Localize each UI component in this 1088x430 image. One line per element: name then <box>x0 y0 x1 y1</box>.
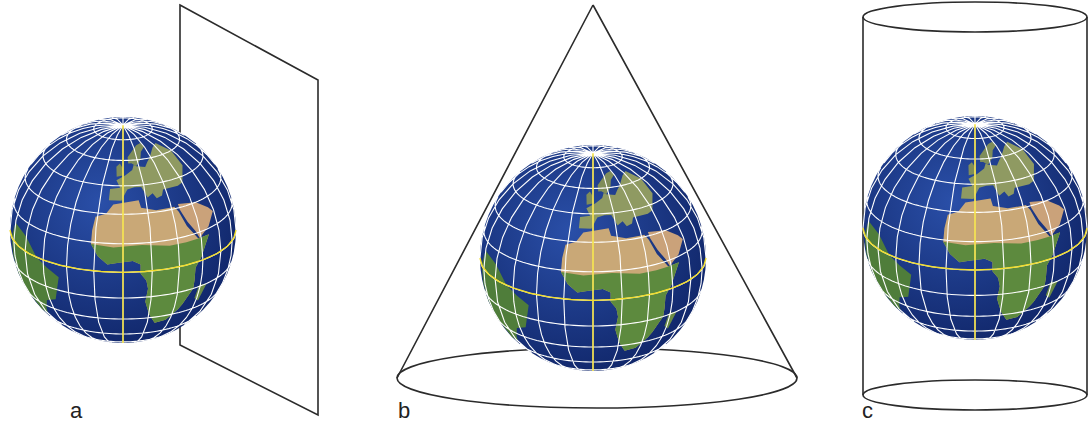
globe-b <box>480 145 706 371</box>
landmass <box>579 171 653 229</box>
landmass <box>961 142 1034 199</box>
ocean <box>863 116 1087 340</box>
cylinder-top <box>863 2 1087 32</box>
graticule <box>480 145 706 371</box>
cylinder-side <box>863 17 1087 395</box>
ocean <box>480 145 706 371</box>
panel-letter: c <box>862 400 873 422</box>
prime-meridian <box>974 124 975 340</box>
landmass <box>482 251 529 342</box>
panel-letter: b <box>398 400 410 422</box>
projection-cone <box>397 5 797 378</box>
graticule <box>10 117 236 343</box>
cylinder-base <box>863 380 1087 410</box>
landmass <box>648 230 683 266</box>
landmass <box>12 223 59 314</box>
graticule <box>863 116 1087 340</box>
prime-meridian <box>122 125 123 343</box>
panel-letter: a <box>70 400 82 422</box>
globe-a <box>10 117 236 343</box>
landmass <box>1029 200 1064 236</box>
prime-meridian <box>592 153 593 371</box>
landmass <box>178 202 213 238</box>
globe-c <box>863 116 1087 340</box>
ocean <box>10 117 236 343</box>
landmass <box>865 221 912 311</box>
landmass <box>109 143 183 201</box>
